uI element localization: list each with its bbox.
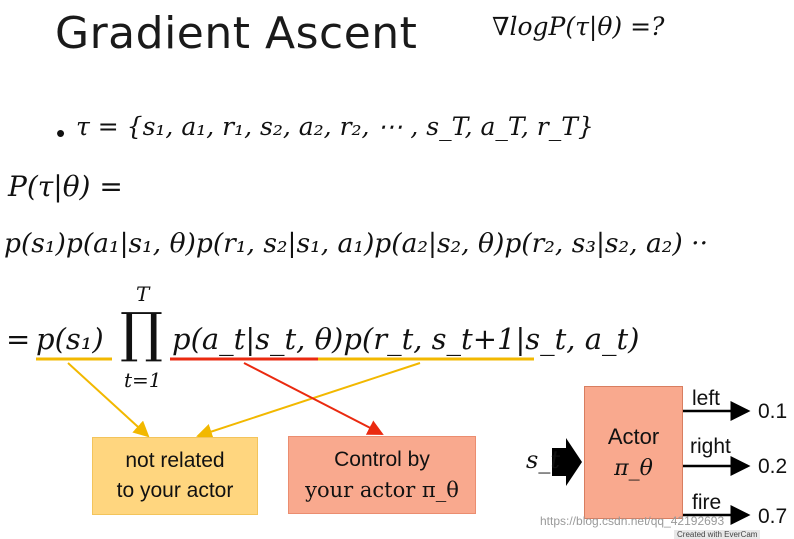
actor-symbol: π_θ — [614, 455, 653, 481]
gradient-question: ∇logP(τ|θ) =? — [492, 12, 665, 41]
control-line2: your actor π_θ — [305, 478, 459, 502]
trajectory-definition: τ = {s₁, a₁, r₁, s₂, a₂, r₂, ⋯ , s_T, a_… — [76, 112, 594, 141]
watermark: https://blog.csdn.net/qq_42192693 — [540, 514, 725, 528]
actor-name: Actor — [607, 423, 660, 449]
evercam-badge: Created with EverCam — [674, 530, 761, 539]
not-related-line2: to your actor — [116, 479, 234, 502]
control-by-actor-box: Control by your actor π_θ — [288, 436, 476, 514]
policy-term-arrow — [243, 362, 384, 435]
equals-sign: = — [6, 322, 31, 356]
product-terms: p(a_t|s_t, θ)p(r_t, s_t+1|s_t, a_t) — [172, 322, 639, 356]
policy-term: p(a_t|s_t, θ) — [172, 322, 344, 356]
initial-state-arrow — [67, 362, 150, 438]
control-line1: Control by — [334, 447, 430, 471]
not-related-box: not related to your actor — [92, 437, 258, 515]
action-prob-right: 0.2 — [758, 455, 788, 478]
action-prob-fire: 0.7 — [758, 505, 788, 528]
product-lower-limit: t=1 — [124, 368, 162, 392]
actor-box: Actor π_θ — [584, 386, 683, 519]
product-symbol: ∏ — [120, 301, 163, 364]
environment-term-arrow — [196, 362, 421, 440]
environment-term: p(r_t, s_t+1|s_t, a_t) — [343, 322, 640, 356]
probability-expansion: p(s₁)p(a₁|s₁, θ)p(r₁, s₂|s₁, a₁)p(a₂|s₂,… — [4, 228, 709, 259]
trajectory-probability-label: P(τ|θ) = — [8, 170, 123, 203]
action-label-left: left — [692, 387, 721, 410]
product-upper-limit: T — [136, 282, 150, 306]
initial-state-term: p(s₁) — [36, 322, 104, 356]
slide-title: Gradient Ascent — [55, 8, 418, 59]
state-input-label: s_t — [526, 446, 560, 474]
action-prob-left: 0.1 — [758, 400, 788, 423]
not-related-line1: not related — [125, 448, 225, 472]
action-label-right: right — [690, 435, 731, 458]
bullet-point: • — [56, 118, 66, 148]
input-arrow — [552, 438, 582, 486]
action-label-fire: fire — [692, 491, 722, 514]
